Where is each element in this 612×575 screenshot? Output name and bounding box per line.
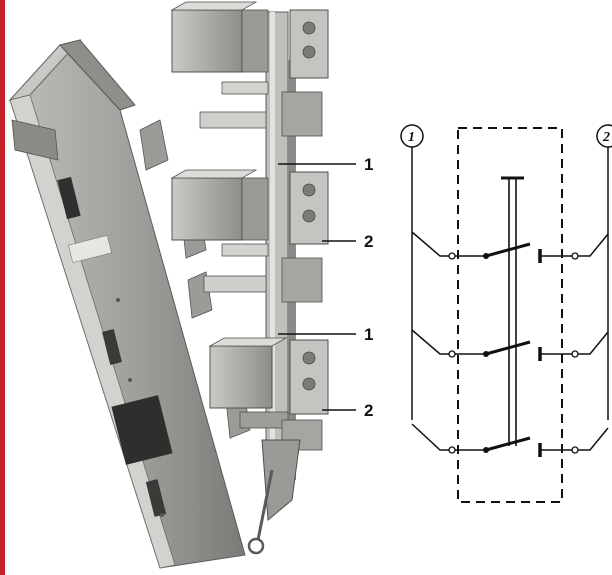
dashed-enclosure [457, 127, 563, 503]
callout-lines [278, 163, 356, 411]
terminal-label-2: 2 [602, 130, 610, 145]
contact-module-middle [170, 169, 329, 303]
callout-label-2-upper: 2 [364, 232, 373, 251]
callout-label-2-lower: 2 [364, 401, 373, 420]
callout-label-1-upper: 1 [364, 155, 373, 174]
fuse-carrier-cover [8, 39, 246, 569]
page-edge-marker [0, 0, 5, 575]
terminal-label-1: 1 [408, 130, 415, 145]
actuator-rod [501, 176, 524, 446]
circuit-schematic [400, 124, 612, 503]
switch-pole-2 [411, 329, 609, 361]
switch-assembly-photo: 1 2 1 2 [8, 1, 373, 569]
contact-module-top [170, 1, 329, 137]
callout-label-1-lower: 1 [364, 325, 373, 344]
bottom-lever-hook [247, 439, 301, 555]
switch-pole-3 [411, 423, 609, 457]
switch-pole-1 [411, 231, 609, 263]
contact-module-bottom [208, 337, 329, 451]
